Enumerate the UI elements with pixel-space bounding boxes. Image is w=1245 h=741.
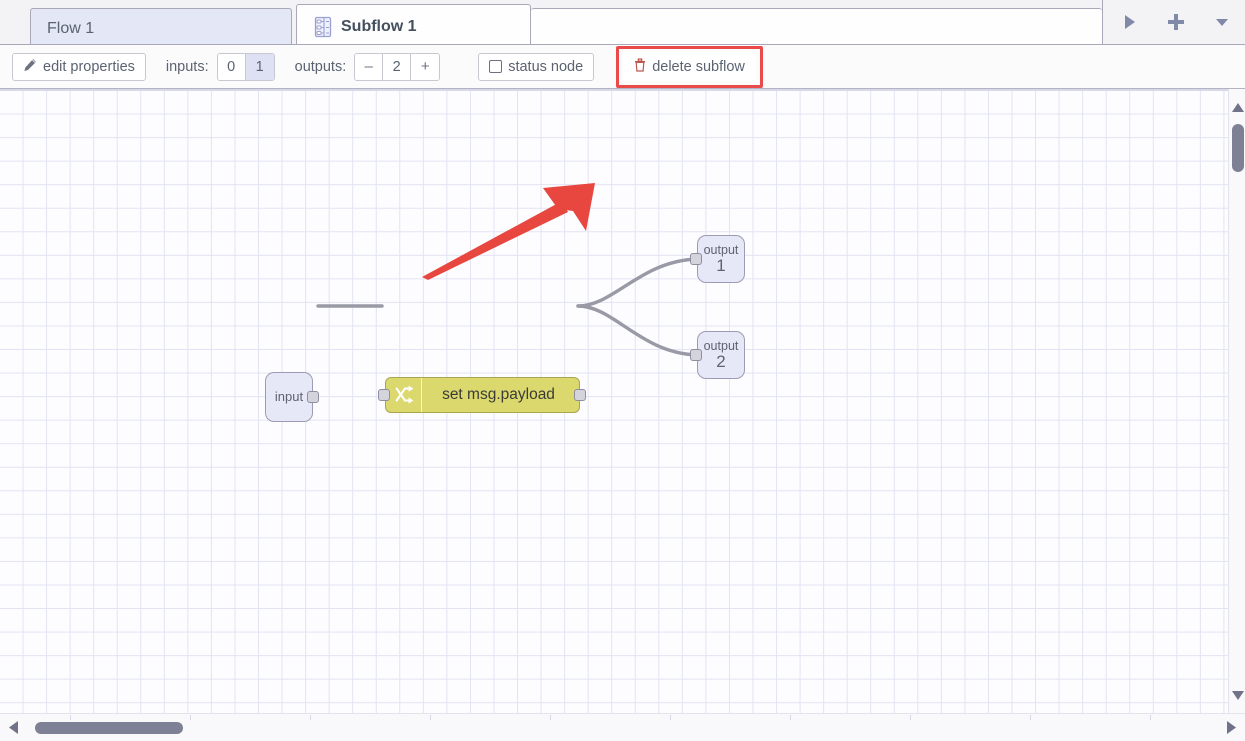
change-node-input-port[interactable]	[378, 389, 390, 401]
inputs-toggle[interactable]: 0 1	[216, 52, 275, 81]
minus-icon: –	[364, 58, 373, 75]
inputs-option-0[interactable]: 0	[217, 53, 246, 80]
vertical-scrollbar-thumb[interactable]	[1232, 124, 1244, 172]
triangle-left-icon[interactable]	[9, 721, 18, 739]
tab-strip-filler	[531, 8, 1102, 44]
tab-subflow-1[interactable]: Subflow 1	[296, 4, 531, 44]
input-node-label: input	[274, 389, 304, 405]
input-node-output-port[interactable]	[307, 391, 319, 403]
trash-icon	[634, 57, 646, 76]
inputs-option-1[interactable]: 1	[245, 53, 274, 80]
flow-canvas[interactable]: input	[0, 89, 1228, 713]
edit-properties-button[interactable]: edit properties	[12, 52, 146, 81]
outputs-decrement-button[interactable]: –	[355, 53, 384, 80]
change-node[interactable]: set msg.payload	[378, 377, 586, 413]
status-node-toggle[interactable]: status node	[478, 52, 595, 81]
tab-menu-chevron-icon[interactable]	[1209, 7, 1235, 37]
outputs-value: 2	[383, 53, 412, 80]
status-node-label: status node	[508, 58, 584, 75]
inputs-label: inputs:	[165, 58, 209, 75]
edit-properties-label: edit properties	[43, 58, 135, 75]
scroll-tabs-right-icon[interactable]	[1117, 7, 1143, 37]
horizontal-scrollbar-thumb[interactable]	[35, 722, 183, 734]
add-tab-icon[interactable]	[1163, 7, 1189, 37]
subflow-input-node[interactable]: input	[265, 372, 319, 422]
subflow-icon	[313, 16, 333, 38]
wire-change-to-output-1	[576, 257, 699, 308]
output-node-1-input-port[interactable]	[690, 253, 702, 265]
canvas-top-edge	[0, 89, 1228, 91]
vertical-scrollbar[interactable]	[1228, 89, 1245, 713]
horizontal-scrollbar[interactable]	[0, 713, 1245, 741]
tab-flow-1[interactable]: Flow 1	[30, 8, 292, 44]
subflow-toolbar: edit properties inputs: 0 1 outputs: – 2…	[0, 45, 1245, 89]
tab-label: Subflow 1	[341, 17, 417, 35]
subflow-output-node-2[interactable]: output 2	[690, 331, 745, 379]
change-node-label: set msg.payload	[442, 386, 555, 403]
triangle-right-icon[interactable]	[1227, 721, 1236, 739]
outputs-stepper: – 2 +	[354, 52, 441, 81]
delete-subflow-label: delete subflow	[652, 58, 745, 75]
checkbox-icon[interactable]	[489, 60, 503, 73]
change-shuffle-icon	[386, 378, 422, 412]
triangle-up-icon[interactable]	[1232, 99, 1244, 117]
tab-bar-tools	[1102, 0, 1245, 44]
tab-strip: Flow 1 Subflow 1	[0, 0, 1102, 44]
triangle-down-icon[interactable]	[1232, 687, 1244, 705]
wire-change-to-output-2	[576, 304, 699, 357]
outputs-increment-button[interactable]: +	[411, 53, 440, 80]
output-node-label: output	[703, 242, 739, 257]
tab-bar: Flow 1 Subflow 1	[0, 0, 1245, 45]
delete-subflow-button[interactable]: delete subflow	[623, 52, 756, 81]
output-node-index: 2	[716, 351, 726, 371]
delete-subflow-highlight: delete subflow	[616, 45, 763, 88]
pencil-icon	[23, 58, 37, 76]
change-node-output-port[interactable]	[574, 389, 586, 401]
output-node-label: output	[703, 338, 739, 353]
output-node-index: 1	[716, 255, 726, 275]
output-node-2-input-port[interactable]	[690, 349, 702, 361]
subflow-output-node-1[interactable]: output 1	[690, 235, 745, 283]
plus-icon: +	[420, 58, 430, 75]
tab-label: Flow 1	[47, 19, 95, 37]
outputs-label: outputs:	[294, 58, 347, 75]
wires-layer	[316, 257, 699, 357]
